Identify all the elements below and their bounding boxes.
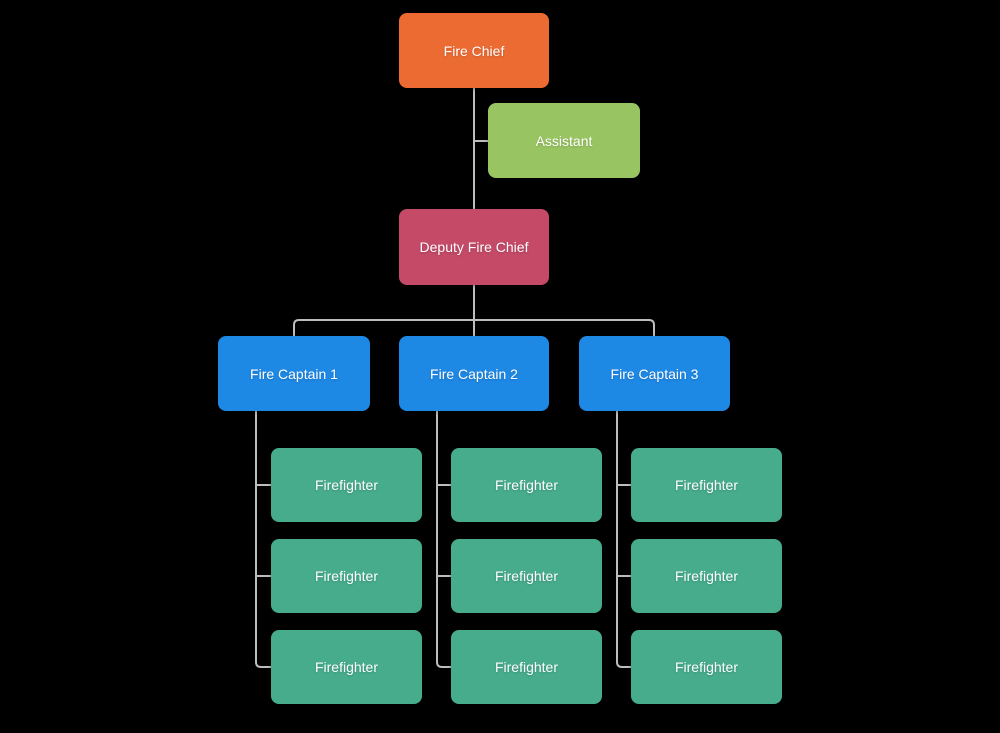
node-firefighter-label: Firefighter: [314, 659, 379, 675]
node-firefighter-label: Firefighter: [494, 568, 559, 584]
node-firefighter-3-3[interactable]: Firefighter: [631, 630, 782, 704]
node-firefighter-3-1[interactable]: Firefighter: [631, 448, 782, 522]
node-assistant[interactable]: Assistant: [488, 103, 640, 178]
node-fire-chief[interactable]: Fire Chief: [399, 13, 549, 88]
node-firefighter-3-2[interactable]: Firefighter: [631, 539, 782, 613]
node-firefighter-1-2[interactable]: Firefighter: [271, 539, 422, 613]
node-firefighter-label: Firefighter: [674, 568, 739, 584]
node-fire-captain-1-label: Fire Captain 1: [250, 365, 338, 382]
node-fire-captain-2-label: Fire Captain 2: [430, 365, 518, 382]
node-fire-captain-3[interactable]: Fire Captain 3: [579, 336, 730, 411]
node-firefighter-1-3[interactable]: Firefighter: [271, 630, 422, 704]
node-firefighter-label: Firefighter: [314, 568, 379, 584]
node-firefighter-2-2[interactable]: Firefighter: [451, 539, 602, 613]
connector-captain-3-reports: [616, 411, 631, 668]
connector-captain-2-reports: [436, 411, 451, 668]
node-fire-captain-1[interactable]: Fire Captain 1: [218, 336, 370, 411]
node-firefighter-1-1[interactable]: Firefighter: [271, 448, 422, 522]
node-deputy-fire-chief-label: Deputy Fire Chief: [419, 239, 529, 255]
node-assistant-label: Assistant: [535, 132, 593, 149]
node-firefighter-label: Firefighter: [314, 477, 379, 493]
node-firefighter-label: Firefighter: [674, 477, 739, 493]
node-firefighter-label: Firefighter: [494, 477, 559, 493]
node-firefighter-2-1[interactable]: Firefighter: [451, 448, 602, 522]
node-fire-chief-label: Fire Chief: [443, 42, 505, 59]
connector-captains-rail: [293, 319, 655, 336]
node-firefighter-2-3[interactable]: Firefighter: [451, 630, 602, 704]
node-firefighter-label: Firefighter: [494, 659, 559, 675]
node-firefighter-label: Firefighter: [674, 659, 739, 675]
node-deputy-fire-chief[interactable]: Deputy Fire Chief: [399, 209, 549, 285]
connector-captain-1-reports: [255, 411, 271, 668]
node-fire-captain-2[interactable]: Fire Captain 2: [399, 336, 549, 411]
node-fire-captain-3-label: Fire Captain 3: [610, 365, 699, 382]
connectors: [255, 88, 655, 668]
